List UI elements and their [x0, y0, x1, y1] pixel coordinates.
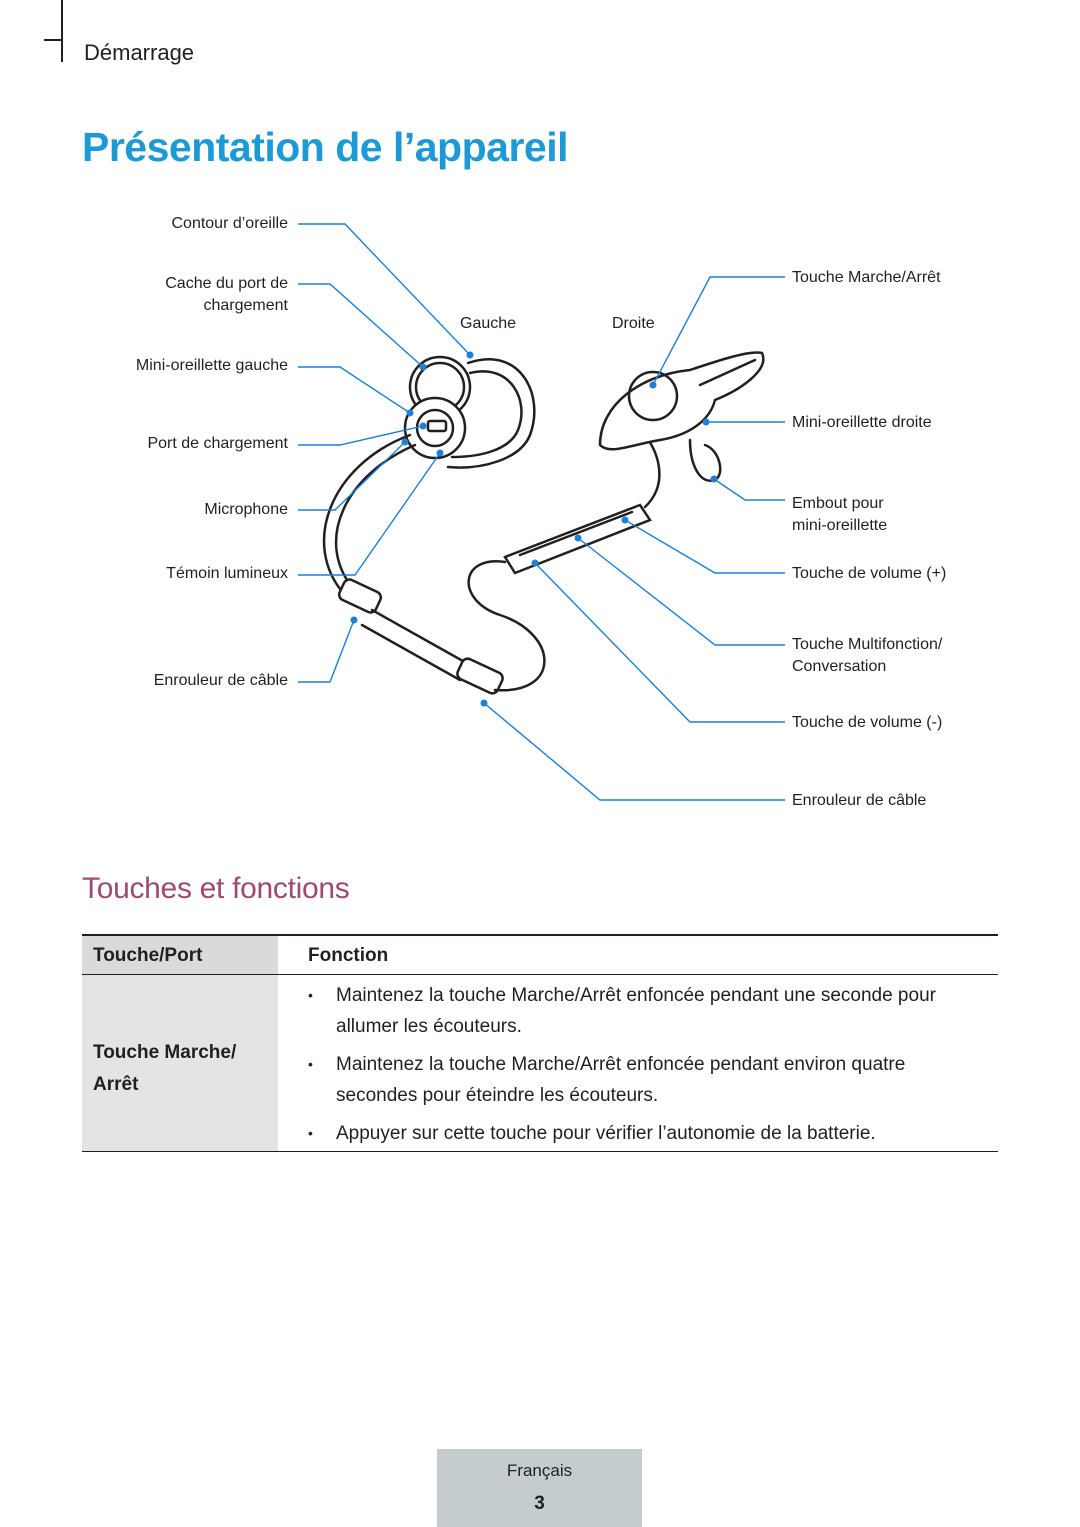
table-header-shade	[82, 936, 278, 974]
label-droite: Droite	[612, 315, 655, 332]
function-list: Maintenez la touche Marche/Arrêt enfoncé…	[308, 980, 988, 1156]
function-item: Maintenez la touche Marche/Arrêt enfoncé…	[308, 1049, 988, 1111]
label-port-chargement: Port de chargement	[147, 435, 288, 452]
label-cache-port-line2: chargement	[203, 297, 289, 314]
label-microphone: Microphone	[204, 501, 288, 518]
row-key-line2: Arrêt	[93, 1074, 139, 1095]
function-item: Appuyer sur cette touche pour vérifier l…	[308, 1118, 988, 1149]
label-enrouleur-droite: Enrouleur de câble	[792, 792, 927, 809]
page-title: Présentation de l’appareil	[82, 124, 569, 170]
label-embout-line1: Embout pour	[792, 495, 884, 512]
table-top-rule	[82, 934, 998, 936]
section-subtitle: Touches et fonctions	[82, 872, 350, 905]
table-header-rule	[82, 974, 998, 975]
page-number: 3	[534, 1493, 545, 1514]
row-key-line1: Touche Marche/	[93, 1042, 237, 1063]
footer-tab	[437, 1449, 642, 1527]
label-touche-marche-arret: Touche Marche/Arrêt	[792, 269, 941, 286]
device-diagram: Contour d’oreille Cache du port de charg…	[0, 195, 1080, 835]
footer-language: Français	[506, 1461, 573, 1480]
label-gauche: Gauche	[460, 315, 517, 332]
label-temoin-lumineux: Témoin lumineux	[166, 565, 288, 582]
section-label: Démarrage	[84, 40, 195, 65]
table-key-shade	[82, 975, 278, 1151]
table-bottom-rule	[82, 1151, 998, 1152]
table-header-touche: Touche/Port	[93, 945, 203, 966]
label-multifonction-line2: Conversation	[792, 658, 887, 675]
table-row-key: Touche Marche/ Arrêt	[93, 1037, 273, 1101]
label-volume-plus: Touche de volume (+)	[792, 565, 947, 582]
label-mini-oreillette-droite: Mini-oreillette droite	[792, 414, 932, 431]
label-embout-line2: mini-oreillette	[792, 517, 888, 534]
earphone-illustration	[298, 223, 785, 801]
label-contour-oreille: Contour d’oreille	[171, 215, 288, 232]
label-multifonction-line1: Touche Multifonction/	[792, 636, 943, 653]
label-volume-minus: Touche de volume (-)	[792, 714, 943, 731]
label-enrouleur-gauche: Enrouleur de câble	[153, 672, 288, 689]
margin-rule-vertical	[61, 0, 63, 62]
label-cache-port-line1: Cache du port de	[165, 275, 288, 292]
table-header-fonction: Fonction	[308, 945, 389, 966]
function-item: Maintenez la touche Marche/Arrêt enfoncé…	[308, 980, 988, 1042]
label-mini-oreillette-gauche: Mini-oreillette gauche	[135, 357, 288, 374]
margin-rule-horizontal	[44, 39, 63, 41]
